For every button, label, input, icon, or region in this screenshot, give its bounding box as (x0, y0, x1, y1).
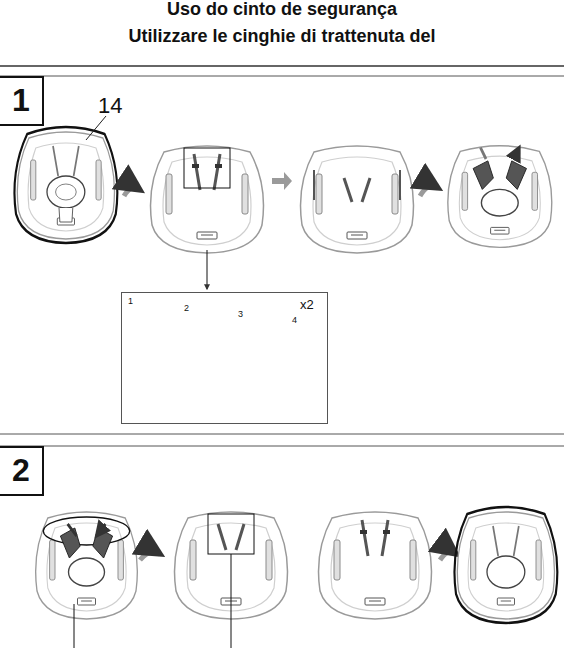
step-arrow (420, 186, 438, 196)
step-number-box: 1 (0, 76, 44, 126)
substep-number: 2 (184, 304, 189, 314)
substep-number: 1 (128, 297, 133, 307)
seat-straps-fastened (319, 512, 432, 619)
detail-arrow (207, 250, 208, 289)
seat-with-cover (454, 507, 557, 623)
seat-pads-fitted (36, 512, 138, 619)
step-number: 1 (12, 83, 30, 118)
rule (0, 76, 564, 77)
seat-with-cover (14, 127, 117, 243)
leader-line (74, 604, 75, 648)
detail-inset: 1 2 3 4x2 (121, 292, 328, 424)
substep-number: 3 (238, 310, 243, 320)
title: Uso do cinto de segurança (0, 0, 564, 20)
subtitle: Utilizzare le cinghie di trattenuta del (0, 27, 564, 47)
callout-number: 14 (98, 94, 122, 118)
seat-straps-fastened (151, 146, 264, 253)
rule (0, 434, 564, 435)
step-arrow (124, 188, 140, 196)
leader-line (231, 554, 232, 648)
seat-straps-removed (301, 146, 414, 253)
leader-line (86, 116, 106, 140)
step-arrow (140, 552, 160, 560)
repeat-count: x2 (300, 298, 314, 312)
step-number: 2 (12, 453, 30, 488)
rule (0, 446, 564, 447)
rule (0, 65, 564, 67)
seat-pads-removed (448, 146, 552, 248)
step-arrow (272, 172, 292, 190)
step-number-box: 2 (0, 446, 44, 496)
step-arrow (440, 552, 456, 560)
substep-number: 4 (292, 316, 297, 326)
